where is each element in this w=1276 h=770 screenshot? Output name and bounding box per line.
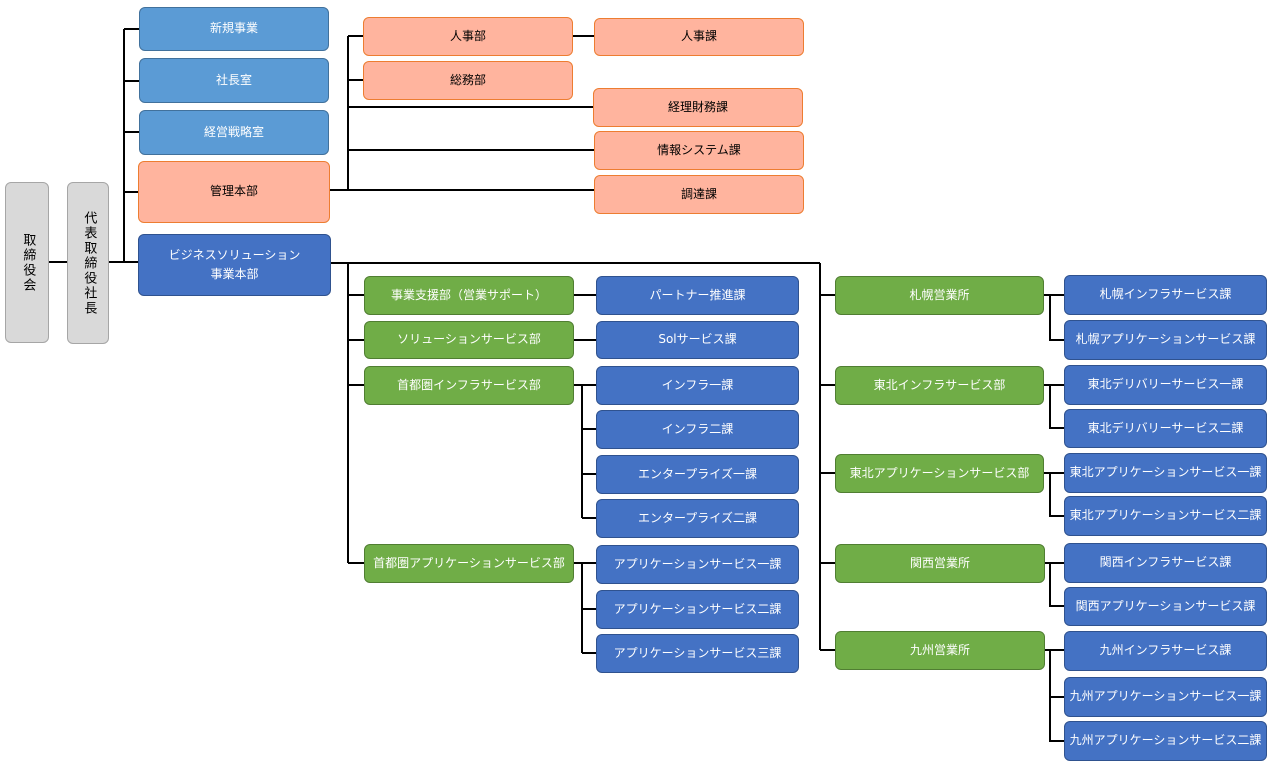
dept-metro-app: 首都圏アプリケーションサービス部 (364, 544, 574, 583)
section-infra-2: インフラ二課 (596, 410, 799, 449)
staff-new-business: 新規事業 (139, 7, 329, 51)
section-enterprise-2: エンタープライズ二課 (596, 499, 799, 538)
staff-label: 経営戦略室 (203, 124, 264, 139)
section-label: インフラ一課 (661, 377, 734, 392)
section-enterprise-1: エンタープライズ一課 (596, 455, 799, 494)
section-kyushu-app-1: 九州アプリケーションサービス一課 (1064, 677, 1267, 717)
business-hq-label: ビジネスソリューション 事業本部 (168, 247, 301, 281)
business-hq-box: ビジネスソリューション 事業本部 (138, 234, 331, 296)
section-label: アプリケーションサービス二課 (613, 601, 782, 616)
section-label: エンタープライズ二課 (638, 510, 757, 525)
president-label: 代表取締役社長 (81, 210, 97, 316)
staff-president-office: 社長室 (139, 58, 329, 103)
admin-dept-general: 総務部 (363, 61, 573, 100)
section-label: 調達課 (680, 186, 717, 201)
section-label: パートナー推進課 (649, 287, 746, 302)
staff-label: 新規事業 (209, 21, 258, 36)
admin-hq-box: 管理本部 (138, 161, 330, 223)
section-label: 関西インフラサービス課 (1099, 555, 1232, 570)
section-label: 情報システム課 (657, 142, 741, 157)
dept-label: 事業支援部（営業サポート） (390, 287, 547, 302)
dept-label: ソリューションサービス部 (397, 332, 541, 347)
staff-label: 社長室 (215, 72, 252, 87)
section-label: 経理財務課 (667, 99, 728, 114)
section-kyushu-app-2: 九州アプリケーションサービス二課 (1064, 721, 1267, 761)
office-tohoku-infra: 東北インフラサービス部 (835, 366, 1044, 405)
admin-section-procurement: 調達課 (594, 175, 804, 214)
office-label: 関西営業所 (909, 555, 970, 570)
section-label: 東北アプリケーションサービス一課 (1069, 465, 1262, 480)
section-label: アプリケーションサービス一課 (613, 556, 782, 571)
office-kansai: 関西営業所 (835, 544, 1045, 583)
section-label: 東北デリバリーサービス二課 (1087, 420, 1244, 435)
section-kansai-infra: 関西インフラサービス課 (1064, 543, 1267, 583)
section-label: アプリケーションサービス三課 (613, 645, 782, 660)
board-box: 取締役会 (5, 182, 49, 343)
dept-label: 首都圏インフラサービス部 (397, 377, 541, 392)
dept-solution-service: ソリューションサービス部 (364, 321, 574, 359)
section-infra-1: インフラ一課 (596, 366, 799, 405)
section-label: 関西アプリケーションサービス課 (1075, 598, 1256, 613)
section-label: Solサービス課 (658, 332, 737, 347)
dept-label: 首都圏アプリケーションサービス部 (373, 555, 565, 570)
section-sol-service: Solサービス課 (596, 321, 799, 359)
section-app-1: アプリケーションサービス一課 (596, 545, 799, 584)
section-label: 札幌インフラサービス課 (1099, 287, 1232, 302)
office-kyushu: 九州営業所 (835, 631, 1045, 670)
dept-label: 総務部 (449, 72, 486, 87)
section-label: 札幌アプリケーションサービス課 (1075, 332, 1256, 347)
section-tohoku-delivery-2: 東北デリバリーサービス二課 (1064, 409, 1267, 448)
office-label: 東北インフラサービス部 (873, 377, 1006, 392)
office-sapporo: 札幌営業所 (835, 276, 1044, 315)
section-tohoku-app-2: 東北アプリケーションサービス二課 (1064, 496, 1267, 536)
section-label: 九州アプリケーションサービス一課 (1069, 689, 1262, 704)
admin-section-it: 情報システム課 (594, 131, 804, 170)
section-label: 東北アプリケーションサービス二課 (1069, 508, 1262, 523)
section-sapporo-app: 札幌アプリケーションサービス課 (1064, 320, 1267, 360)
section-kyushu-infra: 九州インフラサービス課 (1064, 631, 1267, 671)
section-tohoku-app-1: 東北アプリケーションサービス一課 (1064, 453, 1267, 493)
section-label: 東北デリバリーサービス一課 (1087, 377, 1244, 392)
section-label: 九州アプリケーションサービス二課 (1069, 733, 1262, 748)
section-kansai-app: 関西アプリケーションサービス課 (1064, 587, 1267, 626)
section-tohoku-delivery-1: 東北デリバリーサービス一課 (1064, 365, 1267, 405)
section-partner: パートナー推進課 (596, 276, 799, 315)
section-label: インフラ二課 (661, 421, 734, 436)
staff-strategy-office: 経営戦略室 (139, 110, 329, 155)
office-tohoku-app: 東北アプリケーションサービス部 (835, 454, 1044, 493)
admin-section-hr: 人事課 (594, 18, 804, 56)
office-label: 東北アプリケーションサービス部 (849, 465, 1030, 480)
section-app-3: アプリケーションサービス三課 (596, 634, 799, 673)
section-label: 九州インフラサービス課 (1099, 643, 1232, 658)
dept-business-support: 事業支援部（営業サポート） (364, 276, 574, 315)
admin-dept-hr: 人事部 (363, 17, 573, 56)
office-label: 札幌営業所 (909, 287, 970, 302)
board-label: 取締役会 (20, 232, 36, 293)
section-label: エンタープライズ一課 (638, 466, 757, 481)
section-app-2: アプリケーションサービス二課 (596, 590, 799, 629)
dept-metro-infra: 首都圏インフラサービス部 (364, 366, 574, 405)
office-label: 九州営業所 (909, 642, 970, 657)
section-label: 人事課 (680, 29, 717, 44)
dept-label: 人事部 (449, 28, 486, 43)
president-box: 代表取締役社長 (67, 182, 109, 344)
section-sapporo-infra: 札幌インフラサービス課 (1064, 275, 1267, 315)
admin-hq-label: 管理本部 (209, 184, 258, 199)
admin-section-finance: 経理財務課 (593, 88, 803, 127)
